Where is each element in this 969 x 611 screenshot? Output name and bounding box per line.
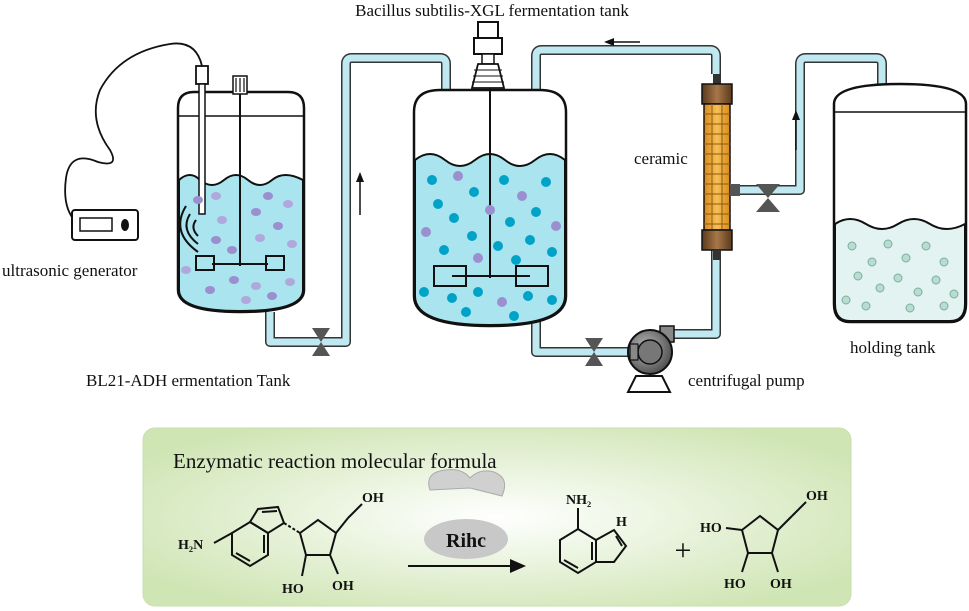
middle-tank-cells (419, 171, 561, 321)
reaction-panel: Enzymatic reaction molecular formula H₂N… (142, 427, 852, 607)
ceramic-label: ceramic (634, 149, 688, 168)
ribose-oh-left: HO (700, 521, 722, 536)
reaction-panel-title: Enzymatic reaction molecular formula (173, 449, 497, 473)
enzyme-rihc: Rihc (408, 469, 526, 573)
middle-fermentation-tank (412, 21, 568, 328)
product-ribose: OH HO HO OH (700, 489, 828, 592)
valves (312, 184, 780, 366)
ultrasonic-generator (64, 42, 203, 241)
substrate-nh2: H₂N (178, 538, 203, 553)
flow-arrows (356, 38, 800, 215)
substrate-oh-right: OH (332, 579, 354, 594)
plus-sign: + (675, 534, 692, 567)
substrate-adenosine: H₂N OH HO OH (178, 491, 384, 597)
valve-left (312, 328, 330, 356)
ribose-oh-top: OH (806, 489, 828, 504)
ribose-oh-br: OH (770, 577, 792, 592)
ultrasonic-generator-label: ultrasonic generator (2, 261, 138, 280)
left-tank-cells (181, 192, 297, 304)
valve-pump (585, 338, 603, 366)
ribose-oh-bl: HO (724, 577, 746, 592)
product-nh: H (616, 515, 627, 530)
enzyme-label: Rihc (446, 530, 486, 552)
holding-tank (832, 82, 968, 324)
product-adenine: NH₂ H (559, 493, 628, 575)
left-tank-label: BL21-ADH ermentation Tank (86, 371, 291, 390)
substrate-oh-top: OH (362, 491, 384, 506)
pipes (265, 45, 887, 357)
valve-holding (756, 184, 780, 212)
pump-label: centrifugal pump (688, 371, 805, 390)
centrifugal-pump (626, 325, 675, 393)
left-fermentation-tank (176, 65, 306, 314)
middle-tank-label: Bacillus subtilis-XGL fermentation tank (355, 1, 629, 20)
holding-tank-cells (841, 239, 959, 313)
ceramic-membrane (701, 74, 740, 260)
substrate-oh-left: HO (282, 582, 304, 597)
holding-tank-label: holding tank (850, 338, 936, 357)
product-nh2: NH₂ (566, 493, 591, 508)
